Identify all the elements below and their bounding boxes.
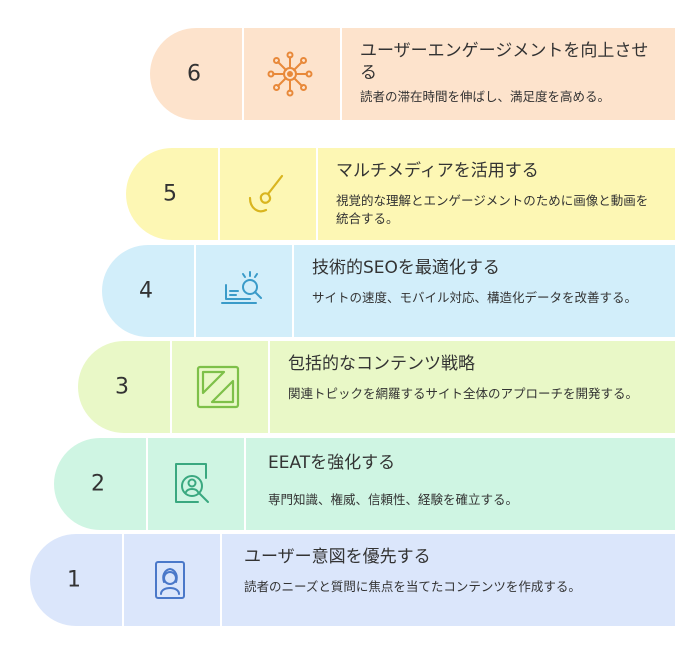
square-slash-icon (190, 359, 246, 415)
user-search-icon (166, 456, 222, 512)
step-4-divider-2 (292, 245, 294, 337)
step-5-title: マルチメディアを活用する (336, 161, 539, 181)
laptop-search-icon (214, 263, 270, 319)
step-2-number: 2 (91, 471, 105, 497)
step-5: 5 マルチメディアを活用する 視覚的な理解とエンゲージメントのために画像と動画を… (126, 148, 675, 240)
step-4-number: 4 (139, 278, 153, 304)
step-5-divider (218, 148, 220, 240)
step-1-number: 1 (67, 567, 81, 593)
step-5-divider-2 (316, 148, 318, 240)
step-6-divider-2 (340, 28, 342, 120)
step-3-number: 3 (115, 374, 129, 400)
step-3-desc: 関連トピックを網羅するサイト全体のアプローチを開発する。 (288, 386, 639, 401)
step-5-number: 5 (163, 181, 177, 207)
step-1: 1 ユーザー意図を優先する 読者のニーズと質問に焦点を当てたコンテンツを作成する… (30, 534, 675, 626)
step-1-desc: 読者のニーズと質問に焦点を当てたコンテンツを作成する。 (244, 579, 581, 594)
step-4-title: 技術的SEOを最適化する (312, 258, 500, 278)
step-2-desc: 専門知識、権威、信頼性、経験を確立する。 (268, 492, 519, 507)
step-3-divider (170, 341, 172, 433)
step-6-divider (242, 28, 244, 120)
step-6-title: ユーザーエンゲージメントを向上させる (360, 41, 649, 83)
step-1-divider (122, 534, 124, 626)
paint-brush-icon (238, 166, 294, 222)
step-5-desc: 視覚的な理解とエンゲージメントのために画像と動画を統合する。 (336, 193, 649, 226)
step-3-divider-2 (268, 341, 270, 433)
network-hub-icon (262, 46, 318, 102)
step-1-title: ユーザー意図を優先する (244, 547, 431, 567)
step-4: 4 技術的SEOを最適化する サイトの速度、モバイル対応、構造化データを改善する… (102, 245, 675, 337)
step-4-desc: サイトの速度、モバイル対応、構造化データを改善する。 (312, 290, 638, 305)
step-6: 6 ユーザーエンゲージメントを向上させる 読者の滞在時間を伸ばし、満足度を高める… (150, 28, 675, 120)
step-2-title: EEATを強化する (268, 453, 396, 473)
step-2-divider-2 (244, 438, 246, 530)
step-1-divider-2 (220, 534, 222, 626)
step-3: 3 包括的なコンテンツ戦略 関連トピックを網羅するサイト全体のアプローチを開発す… (78, 341, 675, 433)
step-2-divider (146, 438, 148, 530)
step-3-title: 包括的なコンテンツ戦略 (288, 354, 475, 374)
step-2: 2 EEATを強化する 専門知識、権威、信頼性、経験を確立する。 (54, 438, 675, 530)
step-4-divider (194, 245, 196, 337)
step-6-number: 6 (187, 61, 201, 87)
step-6-desc: 読者の滞在時間を伸ばし、満足度を高める。 (360, 89, 611, 104)
user-portrait-icon (142, 552, 198, 608)
